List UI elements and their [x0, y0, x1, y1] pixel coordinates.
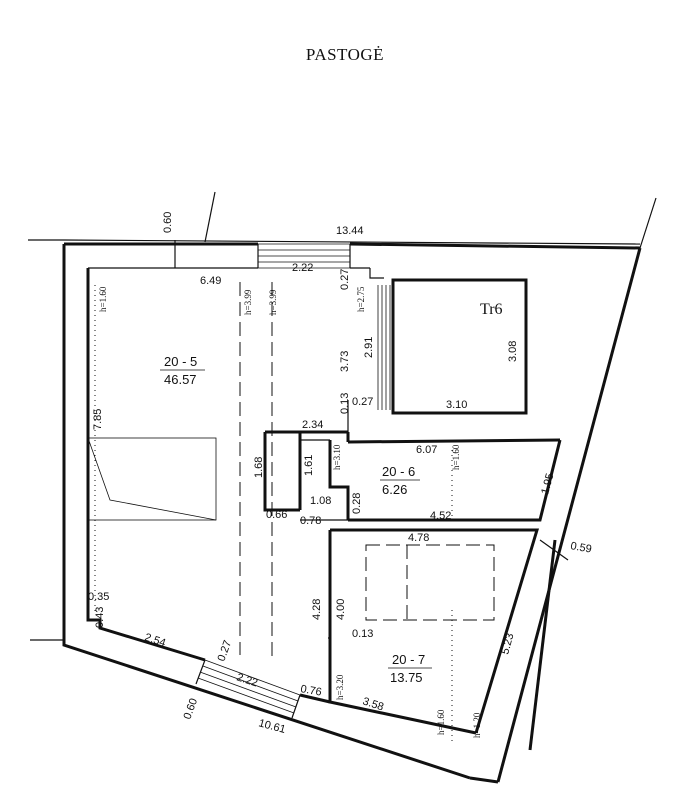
- room-20-6-id: 20 - 6: [382, 464, 415, 479]
- dim-label: 0.78: [300, 515, 321, 527]
- dim-label: 1.61: [303, 455, 315, 476]
- dim-label: 1.08: [310, 495, 331, 507]
- room-20-7-id: 20 - 7: [392, 652, 425, 667]
- bottom-opening: [195, 659, 301, 719]
- dim-label: 1.68: [253, 457, 265, 478]
- dim-label: 0.66: [266, 509, 287, 521]
- room-labels: 20 - 5 46.57 20 - 6 6.26 20 - 7 13.75: [160, 354, 432, 685]
- dim-label: 0.27: [339, 269, 351, 290]
- dim-label: 3.10: [446, 399, 467, 411]
- dim-label: 2.34: [302, 419, 323, 431]
- dim-label: 0.27: [352, 396, 373, 408]
- dim-label: 2.54: [143, 631, 167, 649]
- room-20-7-details: [365, 544, 495, 621]
- dim-label: 0.13: [352, 628, 373, 640]
- dim-label: 0.35: [88, 591, 109, 603]
- dim-label: h=2.75: [356, 286, 366, 312]
- dim-label: 0.60: [182, 697, 201, 721]
- dimension-labels: 0.60 13.44 2.22 0.27 6.49 h=3.99 h=3.99 …: [88, 212, 593, 738]
- dim-label: h=1.60: [451, 444, 461, 470]
- room-20-5-id: 20 - 5: [164, 354, 197, 369]
- tr6-label: Tr6: [480, 301, 503, 318]
- room-20-6-area: 6.26: [382, 482, 407, 497]
- dim-label: 4.00: [335, 599, 347, 620]
- dim-label: 2.22: [235, 671, 259, 689]
- dim-label: 4.28: [311, 599, 323, 620]
- dim-label: 0.27: [216, 639, 235, 663]
- dim-label: 0.28: [351, 493, 363, 514]
- dim-label: 13.44: [336, 225, 364, 237]
- dim-label: 0.60: [162, 212, 174, 233]
- dim-label: 0.76: [299, 683, 322, 699]
- dim-label: 0.13: [339, 393, 351, 414]
- dimension-markers: [174, 240, 569, 639]
- dim-label: 2.91: [363, 337, 375, 358]
- dim-label: 3.08: [507, 341, 519, 362]
- dim-label: 6.49: [200, 275, 221, 287]
- dim-label: h=3.10: [332, 444, 342, 470]
- dim-label: h=1.20: [472, 712, 482, 738]
- exterior-walls: [62, 239, 642, 784]
- dim-label: 0.43: [94, 607, 106, 628]
- room-20-5-area: 46.57: [164, 372, 197, 387]
- stair-opening-lines: [377, 285, 391, 410]
- dim-label: 2.22: [292, 262, 313, 274]
- interior-walls: [263, 430, 562, 745]
- top-opening: [257, 243, 351, 269]
- dim-label: 4.52: [430, 510, 451, 522]
- dim-label: h=3.20: [335, 674, 345, 700]
- plan-title: PASTOGĖ: [306, 45, 384, 64]
- dim-label: h=3.99: [268, 289, 278, 315]
- dim-label: h=3.99: [243, 289, 253, 315]
- dim-label: 10.61: [257, 717, 287, 736]
- dim-label: h=1.60: [98, 286, 108, 312]
- dim-label: 6.07: [416, 444, 437, 456]
- dim-label: h=1.60: [436, 709, 446, 735]
- room-20-5-details: [87, 282, 273, 660]
- dim-label: 1.95: [539, 472, 556, 496]
- room-20-7-area: 13.75: [390, 670, 423, 685]
- dim-label: 4.78: [408, 532, 429, 544]
- stairwell-tr6: Tr6: [391, 278, 528, 415]
- dim-label: 7.85: [92, 409, 104, 430]
- dim-label: 0.59: [569, 540, 592, 556]
- dim-label: 3.73: [339, 351, 351, 372]
- dim-label: 5.23: [499, 632, 516, 656]
